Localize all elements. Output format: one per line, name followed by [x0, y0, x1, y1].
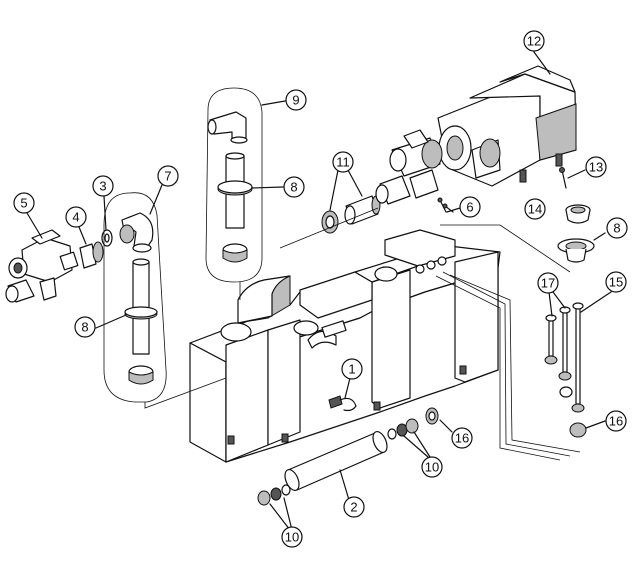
- svg-text:10: 10: [285, 530, 299, 545]
- svg-text:17: 17: [541, 276, 555, 291]
- svg-text:9: 9: [292, 93, 299, 108]
- part-9-pipe-assembly: [205, 87, 286, 283]
- part-7-pipe-assembly: [95, 184, 167, 403]
- water-tank: [189, 229, 501, 463]
- svg-text:11: 11: [336, 155, 350, 170]
- callout-16-right: 16: [605, 410, 627, 432]
- svg-text:15: 15: [609, 275, 623, 290]
- part-6-screws: [437, 197, 461, 213]
- svg-text:7: 7: [164, 169, 171, 184]
- callout-13: 13: [585, 156, 607, 178]
- part-15-rod: [571, 291, 612, 413]
- part-1-wire-harness: [328, 377, 357, 412]
- part-3-o-ring: [101, 195, 113, 247]
- callout-8-left: 8: [74, 316, 96, 338]
- svg-text:8: 8: [290, 180, 297, 195]
- callout-15: 15: [605, 271, 627, 293]
- callout-6: 6: [459, 196, 481, 218]
- part-4-adapter: [78, 226, 104, 269]
- callout-8-right: 8: [606, 217, 628, 239]
- callout-5: 5: [13, 192, 35, 214]
- part-5-drain-pump: [5, 212, 79, 303]
- callout-2: 2: [343, 496, 365, 518]
- part-12-pump-motor: [375, 51, 577, 205]
- part-2-filter-tube: [284, 431, 388, 501]
- part-8-flange-right: [557, 232, 606, 263]
- part-14-cap: [565, 204, 591, 224]
- svg-text:8: 8: [81, 320, 88, 335]
- svg-text:8: 8: [613, 221, 620, 236]
- callout-10-right: 10: [421, 456, 443, 478]
- callout-9: 9: [285, 89, 307, 111]
- part-16-grommets: [425, 407, 606, 438]
- svg-text:16: 16: [609, 414, 623, 429]
- svg-text:16: 16: [455, 431, 469, 446]
- svg-text:13: 13: [589, 160, 603, 175]
- svg-text:4: 4: [72, 210, 79, 225]
- svg-text:12: 12: [527, 34, 541, 49]
- callout-11: 11: [332, 151, 354, 173]
- part-13-screw: [559, 167, 586, 189]
- callout-14: 14: [524, 198, 546, 220]
- callout-7: 7: [157, 165, 179, 187]
- callout-4: 4: [65, 206, 87, 228]
- part-11-fitting-set: [321, 169, 381, 234]
- svg-text:1: 1: [348, 362, 355, 377]
- callout-10-bottom: 10: [281, 526, 303, 548]
- svg-text:3: 3: [99, 179, 106, 194]
- part-17-bolts: [544, 291, 573, 398]
- svg-text:5: 5: [20, 196, 27, 211]
- svg-text:6: 6: [466, 200, 473, 215]
- callout-17: 17: [537, 272, 559, 294]
- svg-text:2: 2: [350, 500, 357, 515]
- callout-8-center: 8: [283, 176, 305, 198]
- part-10-fittings: [257, 418, 431, 531]
- callout-12: 12: [523, 30, 545, 52]
- svg-text:10: 10: [425, 460, 439, 475]
- callout-1: 1: [341, 358, 363, 380]
- callout-16-left: 16: [451, 427, 473, 449]
- callout-3: 3: [92, 175, 114, 197]
- svg-text:14: 14: [528, 202, 542, 217]
- hose-lines: [279, 207, 581, 461]
